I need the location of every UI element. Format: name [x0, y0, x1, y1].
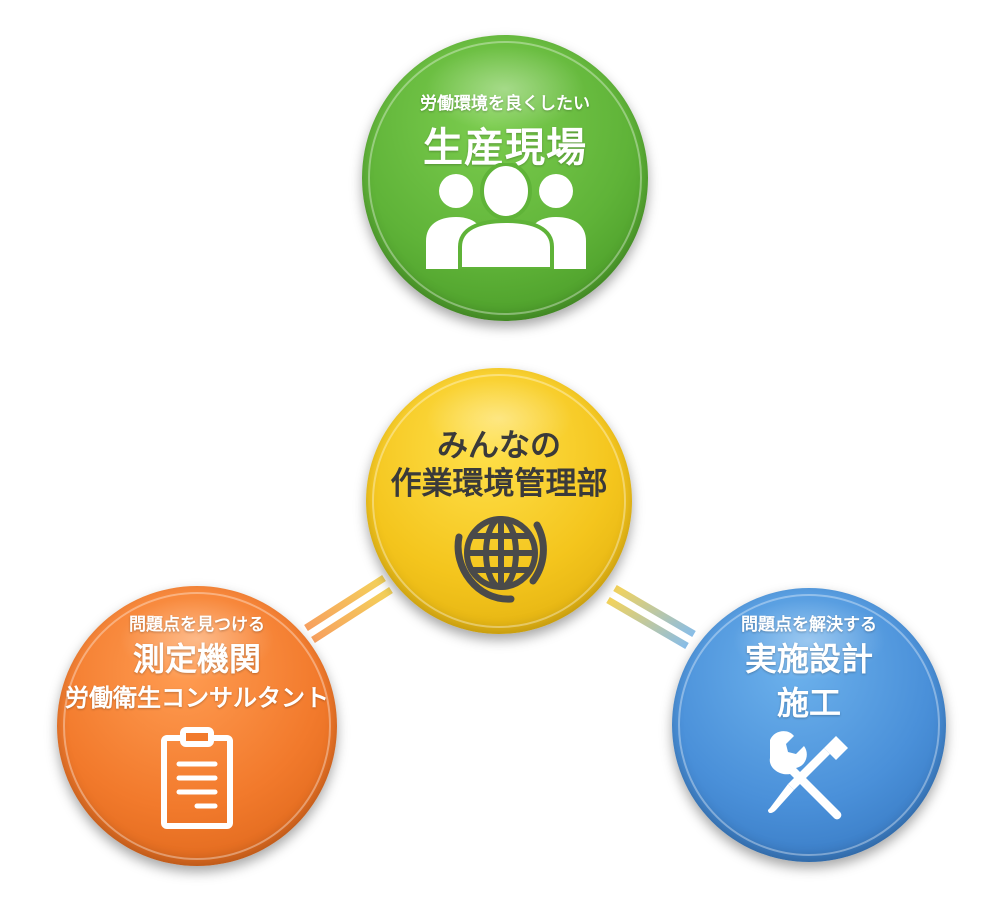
production-site-subtitle: 労働環境を良くしたい: [420, 94, 590, 114]
production-site-node: 労働環境を良くしたい 生産現場: [362, 35, 648, 321]
tools-icon: [768, 731, 848, 820]
construction-subtitle: 問題点を解決する: [741, 615, 877, 635]
measurement-title: 測定機関: [132, 640, 261, 678]
connector-top: [496, 312, 516, 378]
center-node: みんなの 作業環境管理部: [366, 368, 632, 634]
people-group-icon: [426, 163, 586, 269]
measurement-subtitle: 問題点を見つける: [129, 615, 265, 635]
construction-title2: 施工: [776, 684, 841, 722]
connector-left: [304, 575, 393, 643]
construction-title: 実施設計: [744, 640, 873, 678]
measurement-title2: 労働衛生コンサルタント: [65, 684, 329, 712]
connector-right: [606, 584, 696, 650]
center-line2: 作業環境管理部: [390, 466, 608, 502]
measurement-node: 問題点を見つける 測定機関 労働衛生コンサルタント: [57, 586, 337, 866]
center-line1: みんなの: [437, 428, 561, 464]
clipboard-icon: [161, 727, 233, 829]
globe-icon: [454, 516, 547, 603]
construction-node: 問題点を解決する 実施設計 施工: [672, 588, 946, 862]
